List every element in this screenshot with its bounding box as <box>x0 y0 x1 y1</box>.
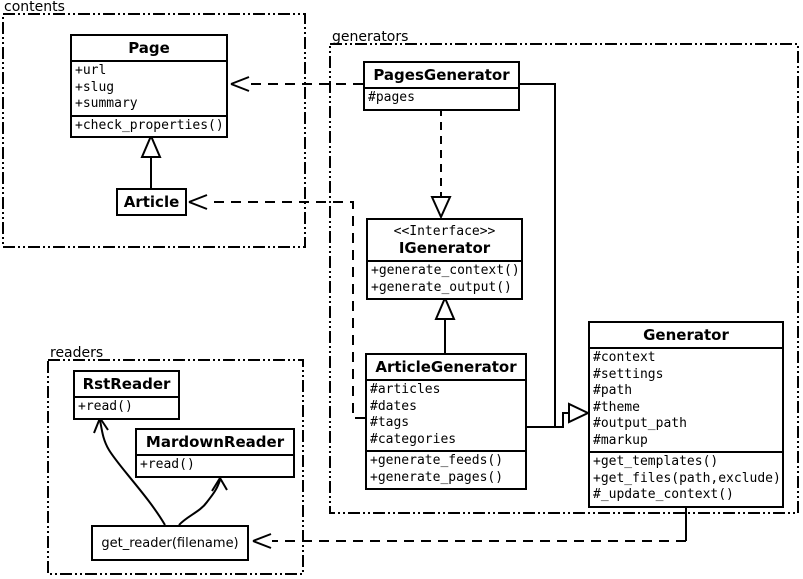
package-label-readers: readers <box>50 345 104 361</box>
member-line: #output_path <box>593 416 687 431</box>
member-line: +url <box>75 63 107 78</box>
class-methods-page: +check_properties() <box>72 114 226 137</box>
member-line: +generate_context() <box>371 263 520 278</box>
class-methods-mardownreader: +read() <box>137 454 293 476</box>
member-line: +slug <box>75 79 115 95</box>
class-stereotype-igenerator: <<Interface>> <box>393 224 496 239</box>
class-title-articlegenerator: ArticleGenerator <box>375 358 517 376</box>
class-article: Article <box>116 188 187 216</box>
package-border-contents <box>2 13 306 248</box>
realization-pagesgenerator-igenerator <box>430 108 452 220</box>
class-mardownreader: MardownReader +read() <box>135 428 295 478</box>
dependency-pagesgenerator-page <box>230 76 363 92</box>
package-border-generators <box>329 43 799 514</box>
member-line: #settings <box>593 366 664 382</box>
member-line: #dates <box>370 398 417 414</box>
class-methods-articlegenerator: +generate_feeds()+generate_pages() <box>367 450 525 488</box>
member-line: +generate_feeds() <box>370 453 504 468</box>
class-title-mardownreader: MardownReader <box>145 433 285 451</box>
member-line: +generate_pages() <box>370 469 504 485</box>
member-line: +get_files(path,exclude) <box>593 470 781 486</box>
class-igenerator: <<Interface>> IGenerator +generate_conte… <box>366 218 523 300</box>
class-methods-rstreader: +read() <box>75 396 178 418</box>
dependency-generator-getreader <box>252 500 687 549</box>
member-line: #tags <box>370 415 410 430</box>
class-title-igenerator: IGenerator <box>398 239 491 257</box>
package-label-contents: contents <box>4 0 65 15</box>
arrow-getreader-mardownreader <box>178 477 228 526</box>
node-getreader-label: get_reader(filename) <box>101 535 239 551</box>
generalization-articlegenerator-igenerator <box>434 295 456 353</box>
class-methods-igenerator: +generate_context()+generate_output() <box>368 260 521 298</box>
class-methods-generator: +get_templates()+get_files(path,exclude)… <box>590 451 782 506</box>
class-attributes-generator: #context#settings#path#theme#output_path… <box>590 347 782 451</box>
class-attributes-articlegenerator: #articles#dates#tags#categories <box>367 379 525 450</box>
member-line: +read() <box>78 399 133 414</box>
member-line: #_update_context() <box>593 487 734 502</box>
member-line: #markup <box>593 432 648 448</box>
generalization-article-page <box>140 133 162 188</box>
class-title-generator: Generator <box>643 326 729 344</box>
member-line: #articles <box>370 382 441 397</box>
package-label-generators: generators <box>332 29 409 45</box>
dependency-articlegenerator-article <box>188 194 365 419</box>
generalization-generators-generator <box>520 83 591 428</box>
member-line: +summary <box>75 96 138 111</box>
class-attributes-pagesgenerator: #pages <box>365 87 518 109</box>
member-line: #pages <box>368 90 415 105</box>
class-title-pagesgenerator: PagesGenerator <box>373 66 510 84</box>
member-line: #path <box>593 383 633 398</box>
class-articlegenerator: ArticleGenerator #articles#dates#tags#ca… <box>365 353 527 490</box>
member-line: #categories <box>370 431 457 447</box>
class-pagesgenerator: PagesGenerator #pages <box>363 61 520 111</box>
package-border-readers <box>47 359 304 575</box>
node-getreader: get_reader(filename) <box>91 525 249 561</box>
member-line: #context <box>593 350 656 365</box>
class-title-rstreader: RstReader <box>82 375 171 393</box>
class-generator: Generator #context#settings#path#theme#o… <box>588 321 784 508</box>
member-line: #theme <box>593 399 640 415</box>
member-line: +read() <box>140 457 195 472</box>
class-page: Page +url+slug+summary +check_properties… <box>70 34 228 138</box>
arrow-getreader-rstreader <box>93 417 166 526</box>
class-attributes-page: +url+slug+summary <box>72 60 226 115</box>
member-line: +get_templates() <box>593 454 719 469</box>
member-line: +generate_output() <box>371 279 512 295</box>
member-line: +check_properties() <box>75 117 224 133</box>
class-rstreader: RstReader +read() <box>73 370 180 420</box>
class-title-article: Article <box>123 193 180 211</box>
class-title-page: Page <box>128 39 170 57</box>
